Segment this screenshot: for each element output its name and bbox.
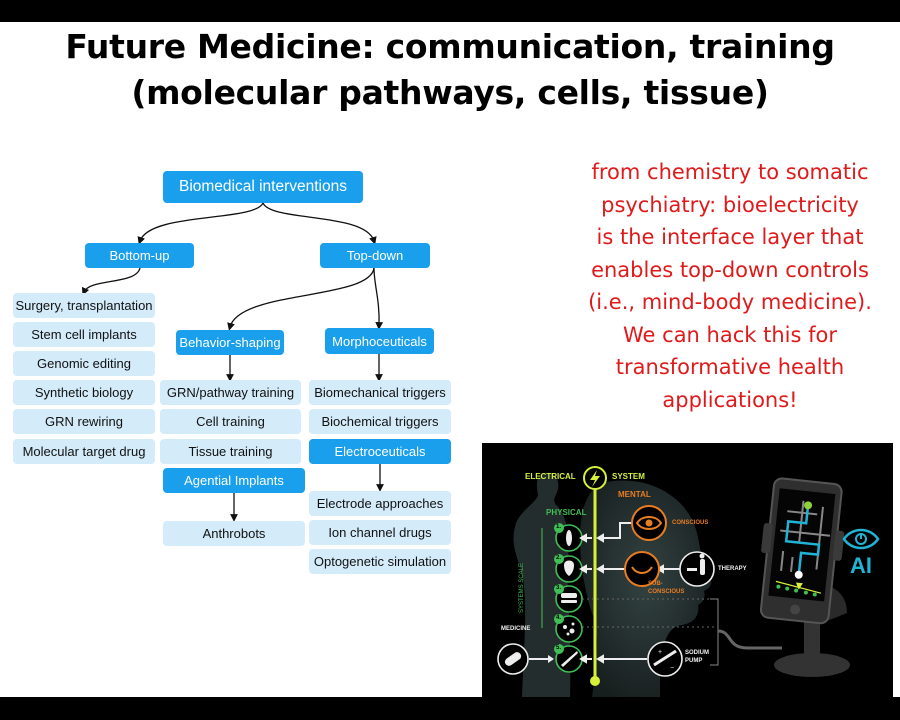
node-electroceuticals: Electroceuticals <box>309 439 451 464</box>
eye-icon <box>635 516 663 530</box>
node-genomic-editing: Genomic editing <box>13 351 155 376</box>
label-therapy: THERAPY <box>718 566 747 572</box>
scale-number-2: 2. <box>556 555 562 561</box>
arrow-root-topdown <box>262 202 377 245</box>
lightning-icon <box>590 470 600 487</box>
node-biomechanical-triggers: Biomechanical triggers <box>309 380 451 405</box>
note-line: is the interface layer that <box>596 225 864 249</box>
label-conscious: CONSCIOUS <box>672 520 709 526</box>
scale-bracket <box>710 598 719 666</box>
note-line: applications! <box>662 387 798 412</box>
label-sub: SUB- <box>648 581 663 587</box>
electric-end-dot <box>590 676 600 686</box>
node-grn-pathway-training: GRN/pathway training <box>160 380 301 405</box>
arrow-root-bottomup <box>137 202 264 245</box>
node-synthetic-biology: Synthetic biology <box>13 380 155 405</box>
head-silhouette <box>580 480 712 697</box>
phone-device <box>759 477 845 625</box>
illustration-graphics: + − <box>497 466 880 697</box>
label-system: SYSTEM <box>612 472 645 481</box>
label-ai: AI <box>850 553 872 578</box>
node-biomedical-interventions: Biomedical interventions <box>163 171 363 203</box>
subconscious-circle <box>624 551 660 587</box>
node-stem-cell-implants: Stem cell implants <box>13 322 155 347</box>
ai-eye-icon <box>842 528 880 550</box>
label-physical: PHYSICAL <box>546 508 587 517</box>
scale-number-4: 4. <box>556 615 562 621</box>
label-mental: MENTAL <box>618 490 651 499</box>
note-line: We can hack this for <box>623 322 837 347</box>
node-anthrobots: Anthrobots <box>163 521 305 546</box>
note-line: transformative health <box>615 355 845 379</box>
node-top-down: Top-down <box>320 243 430 268</box>
label-sodium: SODIUM <box>685 650 709 656</box>
node-ion-channel-drugs: Ion channel drugs <box>309 520 451 545</box>
node-cell-training: Cell training <box>160 409 301 434</box>
node-bottom-up: Bottom-up <box>85 243 194 268</box>
svg-text:−: − <box>670 665 674 672</box>
node-behavior-shaping: Behavior-shaping <box>176 330 284 355</box>
bioelectric-ai-illustration: + − ELECTRICAL SY <box>482 443 893 697</box>
node-electrode-approaches: Electrode approaches <box>309 491 451 516</box>
maze-path <box>784 505 821 573</box>
closed-eye-icon <box>631 566 653 574</box>
top-letterbox <box>0 0 900 22</box>
arrow-topdown-morpho <box>373 267 384 330</box>
scale-number-5: 5. <box>556 645 562 651</box>
svg-text:+: + <box>658 649 662 656</box>
scale-number-3: 3. <box>556 585 562 591</box>
node-surgery-transplantation: Surgery, transplantation <box>13 293 155 318</box>
note-line: psychiatry: bioelectricity <box>601 192 859 217</box>
node-agential-implants: Agential Implants <box>163 468 305 493</box>
pill-icon <box>504 652 522 666</box>
label-systems-scale: SYSTEMS SCALE <box>519 562 525 613</box>
annotation-note: from chemistry to somatic psychiatry: bi… <box>560 156 900 416</box>
arrow-bottomup-list <box>81 267 141 296</box>
node-grn-rewiring: GRN rewiring <box>13 409 155 434</box>
node-biochemical-triggers: Biochemical triggers <box>309 409 451 434</box>
title-line-1: Future Medicine: communication, training <box>65 27 835 66</box>
arrow-topdown-behavior <box>227 267 375 331</box>
phone-cable <box>717 629 782 650</box>
note-line: from chemistry to somatic <box>591 160 869 184</box>
node-tissue-training: Tissue training <box>160 439 301 464</box>
note-line: enables top-down controls <box>591 257 869 282</box>
label-pump: PUMP <box>685 658 703 664</box>
node-morphoceuticals: Morphoceuticals <box>325 328 434 354</box>
scale-number-1: 1. <box>556 524 562 530</box>
label-medicine: MEDICINE <box>501 626 531 632</box>
title-line-2: (molecular pathways, cells, tissue) <box>131 73 769 112</box>
bottom-letterbox <box>0 697 900 720</box>
label-subconscious: CONSCIOUS <box>648 589 685 595</box>
slide-title: Future Medicine: communication, training… <box>0 24 900 116</box>
label-electrical: ELECTRICAL <box>525 472 576 481</box>
node-optogenetic-simulation: Optogenetic simulation <box>309 549 451 574</box>
note-line: (i.e., mind-body medicine). <box>588 290 872 314</box>
node-molecular-target-drug: Molecular target drug <box>13 439 155 464</box>
